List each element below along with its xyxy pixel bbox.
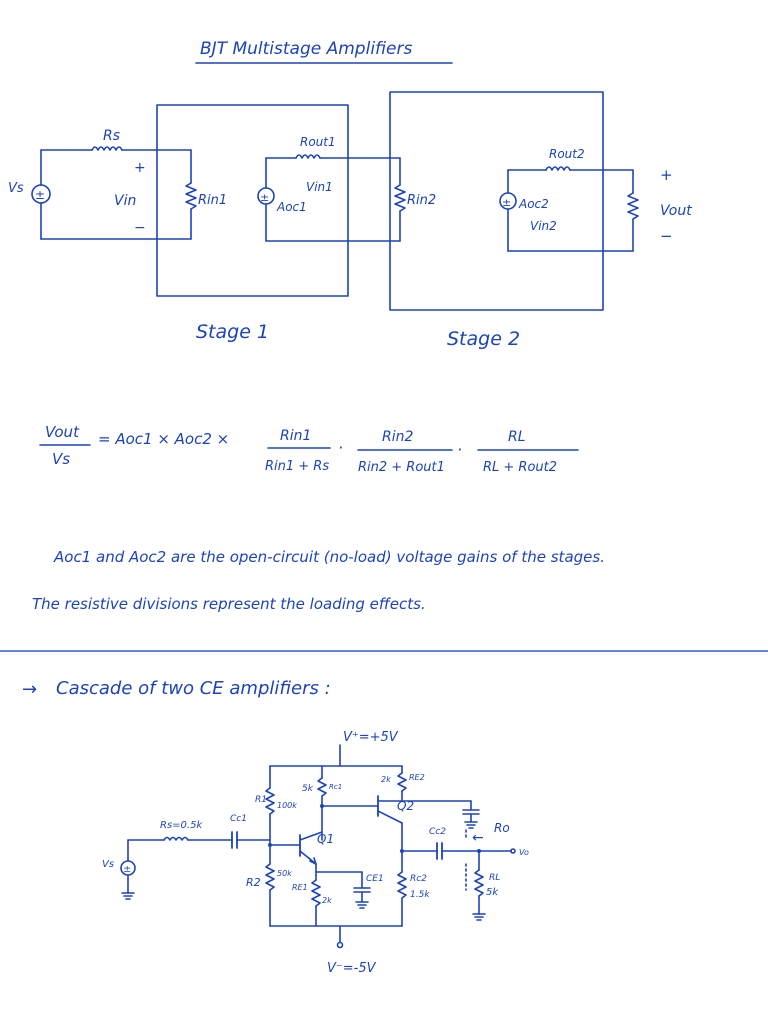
formula-middle: = Aoc1 × Aoc2 × [98, 430, 229, 448]
rout1-label: Rout1 [300, 135, 336, 149]
svg-text:±: ± [35, 188, 45, 202]
formula-f2-den: Rin2 + Rout1 [358, 460, 445, 475]
vin-label: Vin [114, 193, 136, 209]
rs-label: Rs [103, 128, 120, 144]
stage1-box [156, 104, 349, 297]
rin2-resistor [394, 184, 406, 212]
vo-label: Vo [519, 848, 529, 857]
section2-arrow: → [22, 679, 37, 700]
re1-label: RE1 [292, 883, 308, 892]
block-diagram: ± Vs Rs + Vin − Rin1 ± Rout1 Vin1 Aoc1 R… [8, 91, 692, 350]
q2-label: Q2 [397, 799, 414, 813]
vin1-label: Vin1 [306, 180, 333, 194]
rc2-resistor [397, 871, 407, 899]
stage2-label: Stage 2 [447, 328, 520, 350]
formula-f3-num: RL [508, 429, 526, 445]
r1-label: R1 [255, 795, 267, 805]
q1-label: Q1 [317, 832, 334, 846]
cascade-circuit: V⁺=+5V R1 100k R2 50k 5k Rc1 2k RE2 [102, 730, 529, 976]
rs-circuit-resistor [163, 836, 189, 841]
vin-minus: − [134, 220, 146, 236]
cc1-label: Cc1 [230, 814, 247, 824]
vs-circuit-label: Vs [102, 859, 114, 870]
rin2-label: Rin2 [407, 193, 436, 208]
rs-resistor [91, 146, 123, 151]
re1-value: 2k [322, 896, 332, 905]
rl-label: RL [489, 873, 500, 883]
aoc2-label: Aoc2 [518, 197, 549, 211]
vin-plus: + [134, 160, 146, 176]
rc2-label: Rc2 [410, 874, 427, 884]
cc2-label: Cc2 [429, 827, 446, 837]
page-title: BJT Multistage Amplifiers [200, 39, 412, 59]
formula-lhs-den: Vs [52, 450, 70, 468]
gain-formula: Vout Vs = Aoc1 × Aoc2 × Rin1 Rin1 + Rs ·… [39, 423, 579, 475]
rl-value: 5k [486, 887, 499, 898]
rout2-resistor [545, 166, 571, 171]
formula-dot-1: · [338, 438, 343, 457]
ce1-label: CE1 [366, 874, 384, 884]
formula-f2-num: Rin2 [382, 429, 413, 445]
rout2-label: Rout2 [549, 147, 585, 161]
stage2-box [389, 91, 604, 311]
note-line-2: The resistive divisions represent the lo… [32, 595, 426, 613]
section2-heading: Cascade of two CE amplifiers : [56, 678, 331, 699]
formula-f1-den: Rin1 + Rs [265, 459, 329, 474]
rout1-resistor [295, 154, 321, 159]
rl-block-resistor [627, 192, 639, 220]
r2-label: R2 [246, 876, 261, 889]
r2-value: 50k [277, 869, 292, 878]
re1-resistor [311, 879, 321, 907]
ro-arrow: ← [472, 830, 484, 846]
vs-label: Vs [8, 181, 24, 196]
stage1-label: Stage 1 [196, 321, 269, 343]
r1-value: 100k [277, 801, 297, 810]
formula-lhs-num: Vout [45, 423, 80, 441]
rc1-label: Rc1 [329, 783, 342, 791]
ro-label: Ro [494, 821, 510, 835]
svg-text:±: ± [502, 196, 511, 209]
note-line-1: Aoc1 and Aoc2 are the open-circuit (no-l… [53, 548, 605, 566]
svg-text:±: ± [123, 864, 131, 875]
re2-label: RE2 [409, 773, 425, 782]
rs-circuit-label: Rs=0.5k [160, 820, 203, 831]
aoc1-label: Aoc1 [276, 200, 307, 214]
re2-value: 2k [381, 775, 391, 784]
rl-resistor [474, 869, 484, 897]
rc1-value: 5k [302, 784, 314, 794]
r2-resistor [265, 863, 275, 891]
vminus-label: V⁻=-5V [327, 961, 377, 976]
rin1-resistor [185, 182, 197, 210]
vout-plus: + [660, 166, 673, 184]
formula-f1-num: Rin1 [280, 428, 311, 444]
formula-f3-den: RL + Rout2 [483, 460, 557, 475]
vout-label: Vout [660, 203, 692, 219]
vin2-label: Vin2 [530, 219, 557, 233]
rc1-resistor [317, 777, 327, 797]
rc2-value: 1.5k [410, 890, 430, 900]
re2-resistor [397, 772, 407, 792]
vplus-label: V⁺=+5V [343, 730, 399, 745]
formula-dot-2: · [457, 440, 462, 459]
rin1-label: Rin1 [198, 193, 227, 208]
r1-resistor [265, 787, 275, 815]
svg-text:±: ± [260, 191, 269, 204]
vout-minus: − [660, 227, 673, 245]
